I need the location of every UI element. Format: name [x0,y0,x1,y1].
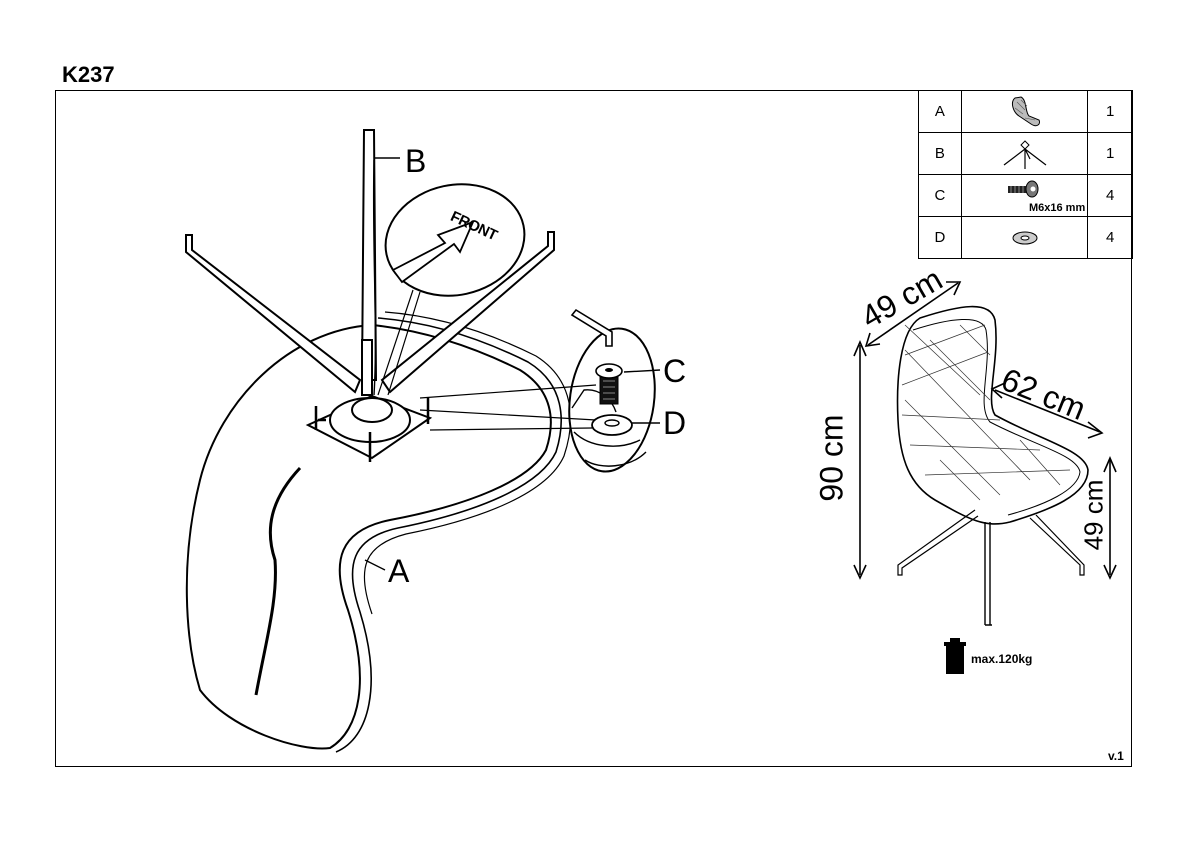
part-qty: 1 [1087,90,1133,133]
base-icon [1003,139,1046,169]
parts-row-d: D 4 [918,216,1133,259]
part-letter: D [918,216,962,259]
part-qty: 4 [1087,216,1133,259]
drawing-frame [55,90,1132,767]
washer-icon [1012,231,1037,244]
seat-shell [185,323,552,750]
base-legs [185,129,555,396]
front-arrow [391,220,475,284]
chair-seat-icon [1011,95,1040,126]
screw-c [595,363,623,405]
part-qty: 1 [1087,132,1133,175]
callout-d: D [663,405,687,441]
dim-height: 90 cm [813,414,850,502]
parts-table: A 1 B 1 C M6x16 mm [918,90,1133,259]
screw-icon [1007,180,1039,198]
parts-row-b: B 1 [918,132,1133,175]
dimension-lines [853,281,1117,580]
washer-d [591,414,633,436]
part-qty: 4 [1087,174,1133,217]
callout-b: B [405,143,427,179]
max-load-label: max.120kg [971,652,1033,666]
part-letter: B [918,132,962,175]
version-label: v.1 [1108,749,1124,763]
chair-side-view [896,305,1089,626]
callout-c: C [663,353,687,389]
weight-icon [944,638,966,674]
callout-a: A [388,553,410,589]
part-letter: C [918,174,962,217]
model-title: K237 [62,62,115,87]
screw-spec: M6x16 mm [1028,202,1086,214]
dim-seat-height: 49 cm [1078,479,1109,551]
